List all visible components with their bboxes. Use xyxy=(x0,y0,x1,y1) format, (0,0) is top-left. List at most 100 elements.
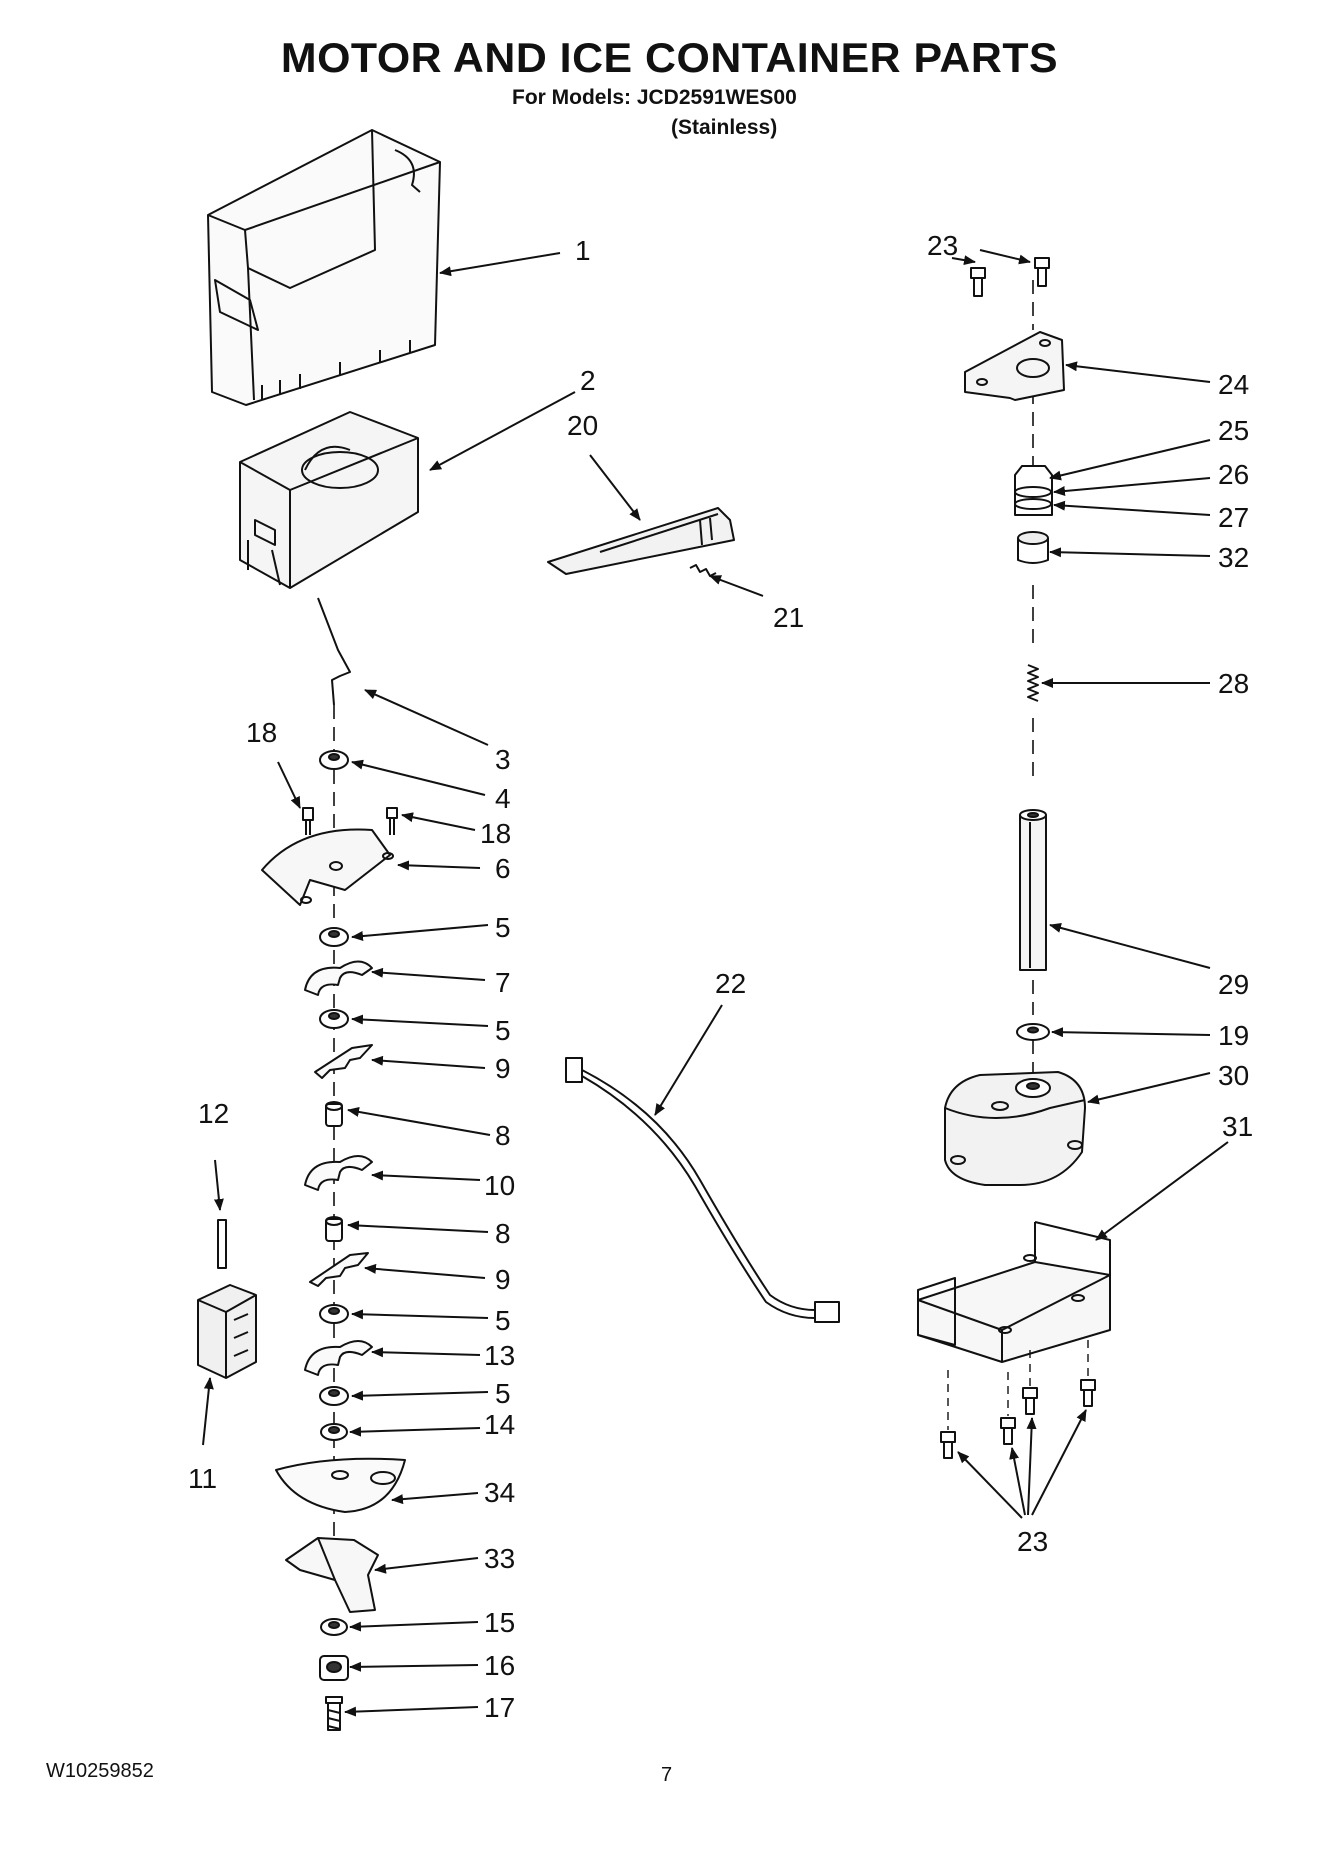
callout-10: 10 xyxy=(484,1170,515,1201)
callout-16: 16 xyxy=(484,1650,515,1681)
leader-34 xyxy=(391,1492,479,1505)
screw-23-bottom-2 xyxy=(1000,1417,1016,1445)
leader-29 xyxy=(1049,923,1211,969)
screw-right xyxy=(386,807,398,835)
callout-12: 12 xyxy=(198,1098,229,1129)
screw-23-bottom-3 xyxy=(1022,1387,1038,1415)
leader-27 xyxy=(1053,500,1211,516)
ice-container-bin xyxy=(207,129,441,406)
nut-16 xyxy=(319,1655,349,1681)
leader-22 xyxy=(654,1004,723,1116)
leader-4 xyxy=(351,759,486,796)
callout-7: 7 xyxy=(495,967,511,998)
models-line: For Models: JCD2591WES00 xyxy=(512,86,797,109)
callout-5c: 5 xyxy=(495,1305,511,1336)
auger-housing xyxy=(239,411,419,589)
page-title: MOTOR AND ICE CONTAINER PARTS xyxy=(280,34,1059,81)
callout-13: 13 xyxy=(484,1340,515,1371)
callout-26: 26 xyxy=(1218,459,1249,490)
screw-23-bottom-4 xyxy=(1080,1379,1096,1407)
callout-27: 27 xyxy=(1218,502,1249,533)
callout-22: 22 xyxy=(715,968,746,999)
leader-25 xyxy=(1049,439,1211,481)
leader-8b xyxy=(347,1220,489,1233)
mounting-plate xyxy=(964,331,1065,401)
leader-6 xyxy=(397,860,481,871)
screw-23-bottom-1 xyxy=(940,1431,956,1459)
wire-harness xyxy=(565,1057,840,1323)
callout-20: 20 xyxy=(567,410,598,441)
coupling-assembly xyxy=(1014,465,1053,516)
leader-18a xyxy=(277,761,301,809)
leader-20 xyxy=(589,454,641,521)
document-number: W10259852 xyxy=(46,1760,154,1782)
connector-block xyxy=(197,1284,257,1379)
callout-21: 21 xyxy=(773,602,804,633)
spacer-washer-4 xyxy=(319,1386,349,1406)
motor-mount-bracket xyxy=(917,1221,1111,1363)
stationary-blade-a xyxy=(314,1044,373,1079)
leader-1 xyxy=(439,252,561,277)
spacer-8-a xyxy=(325,1101,343,1127)
leader-2 xyxy=(429,391,576,471)
leader-24 xyxy=(1065,361,1211,383)
leader-10 xyxy=(371,1170,481,1181)
leader-32 xyxy=(1049,547,1211,558)
callout-9b: 9 xyxy=(495,1264,511,1295)
callout-24: 24 xyxy=(1218,369,1249,400)
callout-8a: 8 xyxy=(495,1120,511,1151)
cutter-blade-10 xyxy=(304,1155,373,1191)
bearing-cup xyxy=(1017,531,1049,564)
callout-28: 28 xyxy=(1218,668,1249,699)
auger-motor xyxy=(944,1071,1086,1186)
leader-31 xyxy=(1095,1141,1229,1241)
callout-5b: 5 xyxy=(495,1015,511,1046)
leader-16 xyxy=(349,1661,479,1672)
spacer-washer-3 xyxy=(319,1304,349,1324)
leader-23e xyxy=(1026,1417,1037,1516)
variant-label: (Stainless) xyxy=(671,116,778,139)
hex-shaft xyxy=(1019,809,1047,971)
washer-19 xyxy=(1016,1023,1050,1041)
leader-23f xyxy=(1031,1409,1087,1516)
callout-4: 4 xyxy=(495,783,511,814)
leader-23a xyxy=(951,255,976,266)
page-number: 7 xyxy=(661,1764,673,1786)
callout-30: 30 xyxy=(1218,1060,1249,1091)
callout-2: 2 xyxy=(580,365,596,396)
callout-33: 33 xyxy=(484,1543,515,1574)
leader-5a xyxy=(351,924,489,942)
leader-5c xyxy=(351,1309,489,1320)
callout-5d: 5 xyxy=(495,1378,511,1409)
leader-9a xyxy=(371,1055,486,1069)
callout-8b: 8 xyxy=(495,1218,511,1249)
bracket-plate xyxy=(261,828,394,906)
callout-34: 34 xyxy=(484,1477,515,1508)
callout-32: 32 xyxy=(1218,542,1249,573)
leader-11 xyxy=(202,1377,214,1446)
slide-rail xyxy=(547,507,735,575)
drive-bracket xyxy=(285,1537,379,1613)
leader-23d xyxy=(1009,1447,1026,1516)
washer-top xyxy=(319,750,349,770)
callout-5a: 5 xyxy=(495,912,511,943)
leader-12 xyxy=(213,1159,224,1211)
cutter-blade-7 xyxy=(304,960,373,996)
callout-23b: 23 xyxy=(1017,1526,1048,1557)
leader-30 xyxy=(1087,1072,1211,1105)
leader-5d xyxy=(351,1390,489,1401)
leader-9b xyxy=(364,1263,486,1279)
spacer-washer-1 xyxy=(319,927,349,947)
spring-small xyxy=(689,564,717,577)
callout-3: 3 xyxy=(495,744,511,775)
screw-17 xyxy=(325,1696,343,1731)
leader-33 xyxy=(374,1557,479,1574)
spacer-washer-2 xyxy=(319,1009,349,1029)
callout-18b: 18 xyxy=(480,818,511,849)
callout-31: 31 xyxy=(1222,1111,1253,1142)
callout-29: 29 xyxy=(1218,969,1249,1000)
callout-25: 25 xyxy=(1218,415,1249,446)
callout-14: 14 xyxy=(484,1409,515,1440)
callout-18a: 18 xyxy=(246,717,277,748)
callout-9a: 9 xyxy=(495,1053,511,1084)
